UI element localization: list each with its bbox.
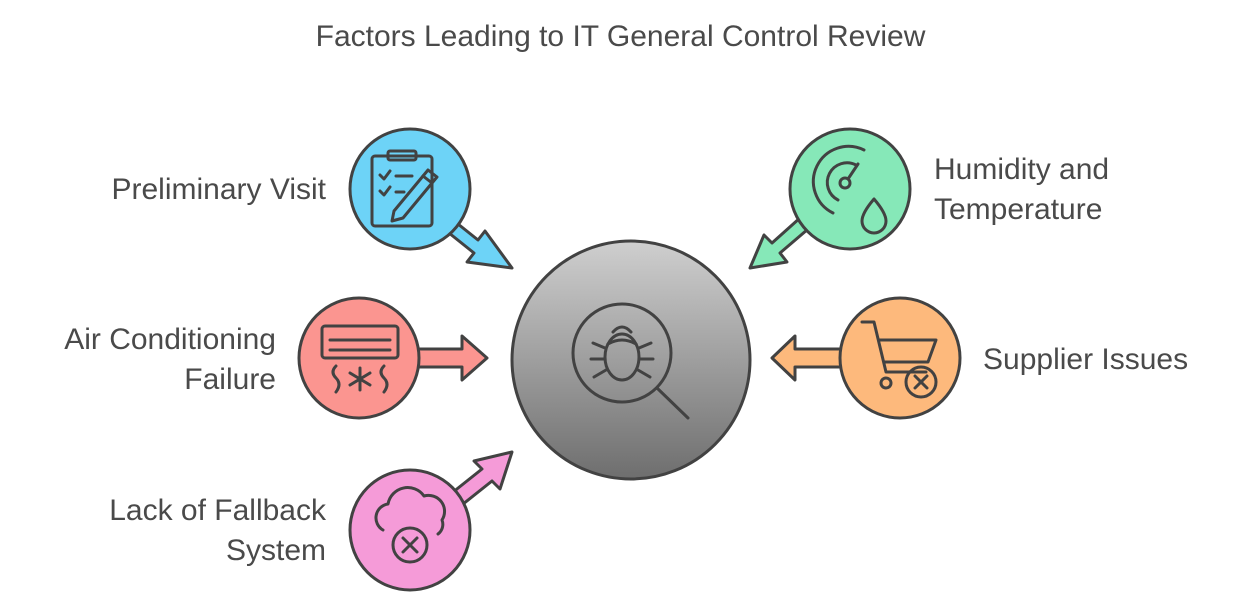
node-humidity-temperature xyxy=(788,127,912,251)
label-air-conditioning-failure: Air Conditioning Failure xyxy=(64,323,276,396)
label-supplier-issues: Supplier Issues xyxy=(983,343,1189,376)
cart-x-icon xyxy=(860,320,938,399)
node-air-conditioning-failure xyxy=(297,296,421,420)
node-lack-of-fallback xyxy=(348,468,472,592)
center-node xyxy=(510,239,752,481)
clipboard-pencil-icon xyxy=(370,149,439,228)
bug-magnifier-icon xyxy=(571,302,690,420)
air-conditioner-icon xyxy=(320,324,400,394)
label-preliminary-visit: Preliminary Visit xyxy=(111,173,327,206)
node-preliminary-visit xyxy=(348,127,472,251)
gauge-droplet-icon xyxy=(811,144,888,235)
label-lack-of-fallback: Lack of Fallback System xyxy=(109,494,326,567)
node-supplier-issues xyxy=(838,296,962,420)
label-humidity-temperature: Humidity and Temperature xyxy=(934,153,1110,226)
cloud-x-icon xyxy=(374,486,447,564)
diagram-title: Factors Leading to IT General Control Re… xyxy=(315,20,926,53)
